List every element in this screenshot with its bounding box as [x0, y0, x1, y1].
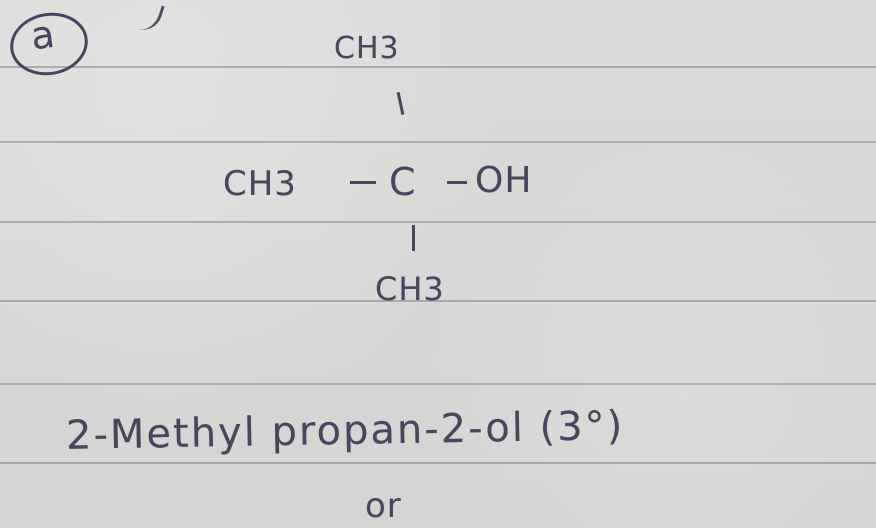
ruled-line [0, 300, 876, 302]
ruled-line [0, 141, 876, 143]
connector-text: or [365, 486, 402, 526]
ruled-line [0, 221, 876, 223]
hydroxyl-group: OH [475, 160, 533, 201]
ruled-line [0, 383, 876, 385]
right-bond [447, 181, 467, 184]
left-methyl-group: CH3 [223, 164, 297, 204]
part-label: a [28, 11, 59, 59]
bottom-bond [412, 225, 415, 251]
top-methyl-group: CH3 [334, 31, 400, 66]
ruled-line [0, 66, 876, 68]
compound-name: 2-Methyl propan-2-ol (3°) [65, 403, 625, 459]
central-carbon: C [389, 160, 417, 204]
ruled-line [0, 462, 876, 464]
left-bond [350, 181, 376, 184]
bottom-methyl-group: CH3 [375, 270, 445, 308]
